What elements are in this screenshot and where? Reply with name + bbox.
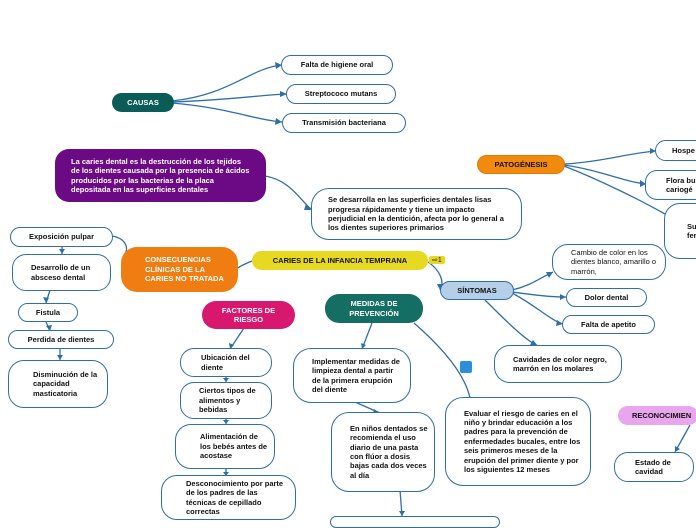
medida-evaluar[interactable]: Evaluar el riesgo de caries en el niño y… — [445, 397, 591, 486]
causa-higiene[interactable]: Falta de higiene oral — [281, 55, 393, 75]
consecuencia-exposicion[interactable]: Exposición pulpar — [10, 227, 113, 247]
reconocimiento-estado-label: Estado de cavidad — [635, 457, 671, 476]
factor-alimentacion[interactable]: Alimentación de los bebés antes de acost… — [175, 424, 275, 469]
note-marker-icon[interactable] — [460, 361, 472, 373]
central-topic[interactable]: CARIES DE LA INFANCIA TEMPRANA — [252, 251, 428, 270]
medida-limpieza-label: Implementar medidas de limpieza dental a… — [312, 356, 400, 394]
factor-alimentos-label: Ciertos tipos de alimentos y bebidas — [199, 386, 256, 415]
consecuencia-exposicion-label: Exposición pulpar — [28, 232, 94, 242]
central-count-badge: ⇨1 — [429, 256, 445, 264]
sintoma-color-label: Cambio de color en los dientes blanco, a… — [571, 247, 657, 276]
consecuencia-perdida-label: Perdida de dientes — [27, 334, 95, 344]
sintoma-color[interactable]: Cambio de color en los dientes blanco, a… — [552, 244, 666, 280]
definition-text: La caries dental es la destrucción de lo… — [71, 156, 250, 194]
medida-fluor[interactable]: En niños dentados se recomienda el uso d… — [331, 412, 435, 492]
patogenesis-topic[interactable]: PATOGÉNESIS — [477, 155, 565, 174]
link-icon: ⇨ — [432, 257, 438, 264]
patogenesis-flora-label: Flora bu cariogé — [666, 175, 696, 194]
medida-evaluar-label: Evaluar el riesgo de caries en el niño y… — [464, 408, 581, 474]
causa-transmision[interactable]: Transmisión bacteriana — [282, 113, 406, 133]
reconocimiento-topic[interactable]: RECONOCIMIEN — [618, 406, 696, 425]
patogenesis-hospedero-label: Hospe — [672, 145, 695, 155]
causa-streptococo[interactable]: Streptococo mutans — [286, 84, 396, 104]
definition-node[interactable]: La caries dental es la destrucción de lo… — [55, 149, 266, 202]
medida-next[interactable] — [330, 516, 500, 528]
sintomas-topic[interactable]: SÍNTOMAS — [440, 281, 514, 300]
factores-label: FACTORES DE RIESGO — [221, 305, 276, 324]
patogenesis-label: PATOGÉNESIS — [494, 159, 548, 169]
factor-alimentacion-label: Alimentación de los bebés antes de acost… — [200, 432, 268, 461]
causas-topic[interactable]: CAUSAS — [112, 93, 174, 112]
causa-higiene-label: Falta de higiene oral — [300, 60, 374, 70]
medida-fluor-label: En niños dentados se recomienda el uso d… — [350, 423, 428, 480]
consecuencia-absceso[interactable]: Desarrollo de un absceso dental — [12, 254, 111, 291]
causas-label: CAUSAS — [127, 97, 159, 107]
sintoma-dolor-label: Dolor dental — [584, 292, 629, 302]
sintoma-apetito[interactable]: Falta de apetito — [562, 315, 655, 334]
consecuencias-label: CONSECUENCIAS CLÍNICAS DE LA CARIES NO T… — [145, 255, 224, 284]
medida-limpieza[interactable]: Implementar medidas de limpieza dental a… — [293, 348, 411, 403]
causa-streptococo-label: Streptococo mutans — [304, 89, 378, 99]
patogenesis-sustrato[interactable]: Su ca fer di — [664, 203, 696, 259]
factor-alimentos[interactable]: Ciertos tipos de alimentos y bebidas — [180, 382, 272, 419]
factor-desconocimiento[interactable]: Desconocimiento por parte de los padres … — [161, 475, 296, 520]
factor-ubicacion[interactable]: Ubicación del diente — [180, 348, 272, 377]
factores-topic[interactable]: FACTORES DE RIESGO — [202, 301, 295, 329]
consecuencia-fistula-label: Fistula — [35, 307, 61, 317]
patogenesis-sustrato-label: Su ca fer di — [687, 221, 696, 240]
factor-ubicacion-label: Ubicación del diente — [201, 353, 250, 372]
consecuencia-disminucion-label: Disminución de la capacidad masticatoria — [33, 369, 98, 398]
reconocimiento-label: RECONOCIMIEN — [632, 410, 692, 420]
consecuencias-topic[interactable]: CONSECUENCIAS CLÍNICAS DE LA CARIES NO T… — [121, 247, 238, 292]
consecuencia-absceso-label: Desarrollo de un absceso dental — [31, 263, 91, 282]
sintomas-label: SÍNTOMAS — [457, 285, 497, 295]
sintoma-apetito-label: Falta de apetito — [580, 319, 636, 329]
medidas-label: MEDIDAS DE PREVENCIÓN — [349, 299, 399, 318]
patogenesis-flora[interactable]: Flora bu cariogé — [645, 170, 696, 200]
consecuencia-disminucion[interactable]: Disminución de la capacidad masticatoria — [8, 360, 108, 408]
factor-desconocimiento-label: Desconocimiento por parte de los padres … — [186, 478, 284, 516]
consecuencia-perdida[interactable]: Perdida de dientes — [8, 330, 114, 349]
reconocimiento-estado[interactable]: Estado de cavidad — [614, 452, 694, 482]
sintoma-cavidades[interactable]: Cavidades de color negro, marrón en los … — [494, 345, 622, 383]
sintoma-dolor[interactable]: Dolor dental — [566, 288, 647, 307]
patogenesis-hospedero[interactable]: Hospe — [655, 140, 696, 161]
sintoma-cavidades-label: Cavidades de color negro, marrón en los … — [513, 354, 607, 373]
causa-transmision-label: Transmisión bacteriana — [302, 118, 386, 128]
definition-detail[interactable]: Se desarrolla en las superficies dentale… — [311, 188, 522, 240]
definition-detail-text: Se desarrolla en las superficies dentale… — [328, 195, 504, 233]
medidas-topic[interactable]: MEDIDAS DE PREVENCIÓN — [325, 294, 423, 323]
consecuencia-fistula[interactable]: Fistula — [18, 303, 78, 322]
central-count: 1 — [437, 257, 442, 264]
central-label: CARIES DE LA INFANCIA TEMPRANA — [272, 255, 408, 265]
